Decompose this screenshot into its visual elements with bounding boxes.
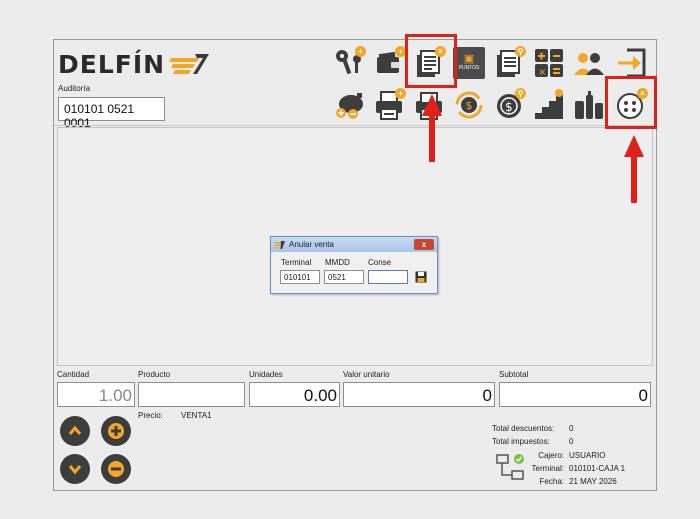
terminal-label: Terminal — [281, 258, 312, 267]
keys-icon — [336, 50, 361, 75]
badge-cancel-icon: × — [637, 88, 648, 99]
printer-icon — [376, 91, 402, 120]
stairs-money-button[interactable] — [531, 87, 567, 123]
terminal-input[interactable]: 010101 — [280, 270, 320, 284]
dialog-title: Anular venta — [289, 240, 334, 249]
pos-window: DELFÍN Auditoría 010101 0521 0001 + — [53, 39, 657, 491]
fecha-label: Fecha: — [539, 477, 564, 486]
svg-text:$: $ — [505, 100, 513, 114]
dialog-titlebar: Anular venta — [271, 237, 437, 252]
bottles-icon — [575, 91, 603, 119]
wallet-icon — [377, 51, 400, 73]
coin-search-button[interactable]: $ ⚲ — [491, 87, 527, 123]
conse-input[interactable] — [368, 270, 408, 284]
toolbar: + + × ▣ PUNTOS — [331, 43, 656, 127]
conse-label: Conse — [368, 258, 392, 267]
piggy-bank-icon — [336, 93, 363, 119]
badge-add-icon: + — [395, 88, 406, 99]
stairs-money-icon — [535, 89, 563, 119]
cajero-value: USUARIO — [569, 451, 606, 460]
subtotal-label: Subtotal — [499, 370, 529, 379]
badge-cancel-icon: × — [435, 46, 446, 57]
puntos-gift-icon: ▣ PUNTOS — [453, 47, 485, 79]
anular-venta-dialog: Anular venta x Terminal MMDD Conse 01010… — [270, 236, 438, 294]
cancel-documents-button[interactable]: × — [411, 45, 447, 81]
dialog-close-button[interactable]: x — [414, 239, 434, 250]
valor-unitario-field[interactable]: 0 — [343, 382, 495, 407]
total-descuentos-label: Total descuentos: — [492, 424, 555, 433]
unidades-label: Unidades — [249, 370, 283, 379]
scroll-up-button[interactable] — [60, 416, 90, 446]
total-impuestos-label: Total impuestos: — [492, 437, 550, 446]
keys-button[interactable]: + — [331, 45, 367, 81]
precio-value: VENTA1 — [181, 411, 212, 420]
valor-unitario-label: Valor unitario — [343, 370, 390, 379]
users-icon — [574, 53, 604, 75]
cajero-label: Cajero: — [538, 451, 564, 460]
cantidad-label: Cantidad — [57, 370, 90, 379]
calculator-button[interactable]: × — [531, 45, 567, 81]
printer-button[interactable]: + — [371, 87, 407, 123]
plus-icon — [108, 423, 124, 439]
piggy-bank-button[interactable] — [331, 87, 367, 123]
exit-button[interactable] — [613, 45, 649, 81]
logo-mark-icon — [169, 54, 210, 74]
cantidad-field[interactable]: 1.00 — [57, 382, 135, 407]
fecha-value: 21 MAY 2026 — [569, 477, 617, 486]
documents-search-icon — [497, 50, 520, 77]
auditoria-label: Auditoría — [58, 84, 91, 93]
terminal-info-value: 010101-CAJA 1 — [569, 464, 626, 473]
header-divider — [54, 125, 656, 126]
minus-icon — [108, 461, 124, 477]
producto-field[interactable] — [138, 382, 245, 407]
badge-add-icon: + — [355, 46, 366, 57]
bottles-button[interactable] — [571, 87, 607, 123]
increase-button[interactable] — [101, 416, 131, 446]
coin-search-icon: $ — [497, 94, 521, 118]
button-cancel-icon — [617, 93, 643, 119]
chevron-up-icon — [68, 425, 82, 435]
mmdd-label: MMDD — [325, 258, 350, 267]
documents-icon — [417, 50, 440, 77]
calculator-icon: × — [535, 49, 563, 78]
unidades-field[interactable]: 0.00 — [249, 382, 340, 407]
total-impuestos-value: 0 — [569, 437, 574, 446]
documents-search-button[interactable]: ⚲ — [491, 45, 527, 81]
puntos-button[interactable]: ▣ PUNTOS — [451, 45, 487, 81]
badge-search-icon: ⚲ — [515, 46, 526, 57]
dialog-app-icon — [275, 240, 285, 249]
logo-text: DELFÍN — [58, 49, 166, 79]
save-icon[interactable] — [415, 271, 427, 283]
auditoria-field[interactable]: 010101 0521 0001 — [58, 97, 165, 130]
badge-search-icon: ⚲ — [515, 88, 526, 99]
network-status-icon — [496, 454, 524, 480]
terminal-info-label: Terminal: — [531, 464, 564, 473]
puntos-label: PUNTOS — [458, 65, 480, 71]
scroll-down-button[interactable] — [60, 454, 90, 484]
svg-text:×: × — [538, 67, 546, 78]
arrow-up-annotation-1 — [422, 94, 442, 162]
wallet-button[interactable]: + — [371, 45, 407, 81]
total-descuentos-value: 0 — [569, 424, 574, 433]
chevron-down-icon — [68, 465, 82, 475]
badge-add-icon: + — [395, 46, 406, 57]
delfin-logo: DELFÍN — [58, 49, 211, 79]
cash-refresh-icon: $ — [455, 91, 483, 119]
precio-label: Precio: — [138, 411, 163, 420]
cash-refresh-button[interactable]: $ — [451, 87, 487, 123]
arrow-up-annotation-2 — [624, 135, 644, 203]
svg-text:$: $ — [466, 99, 473, 112]
users-button[interactable] — [571, 45, 607, 81]
decrease-button[interactable] — [101, 454, 131, 484]
producto-label: Producto — [138, 370, 171, 379]
subtotal-field[interactable]: 0 — [499, 382, 651, 407]
button-cancel-action[interactable]: × — [613, 87, 649, 123]
exit-icon — [618, 48, 646, 78]
mmdd-input[interactable]: 0521 — [324, 270, 364, 284]
